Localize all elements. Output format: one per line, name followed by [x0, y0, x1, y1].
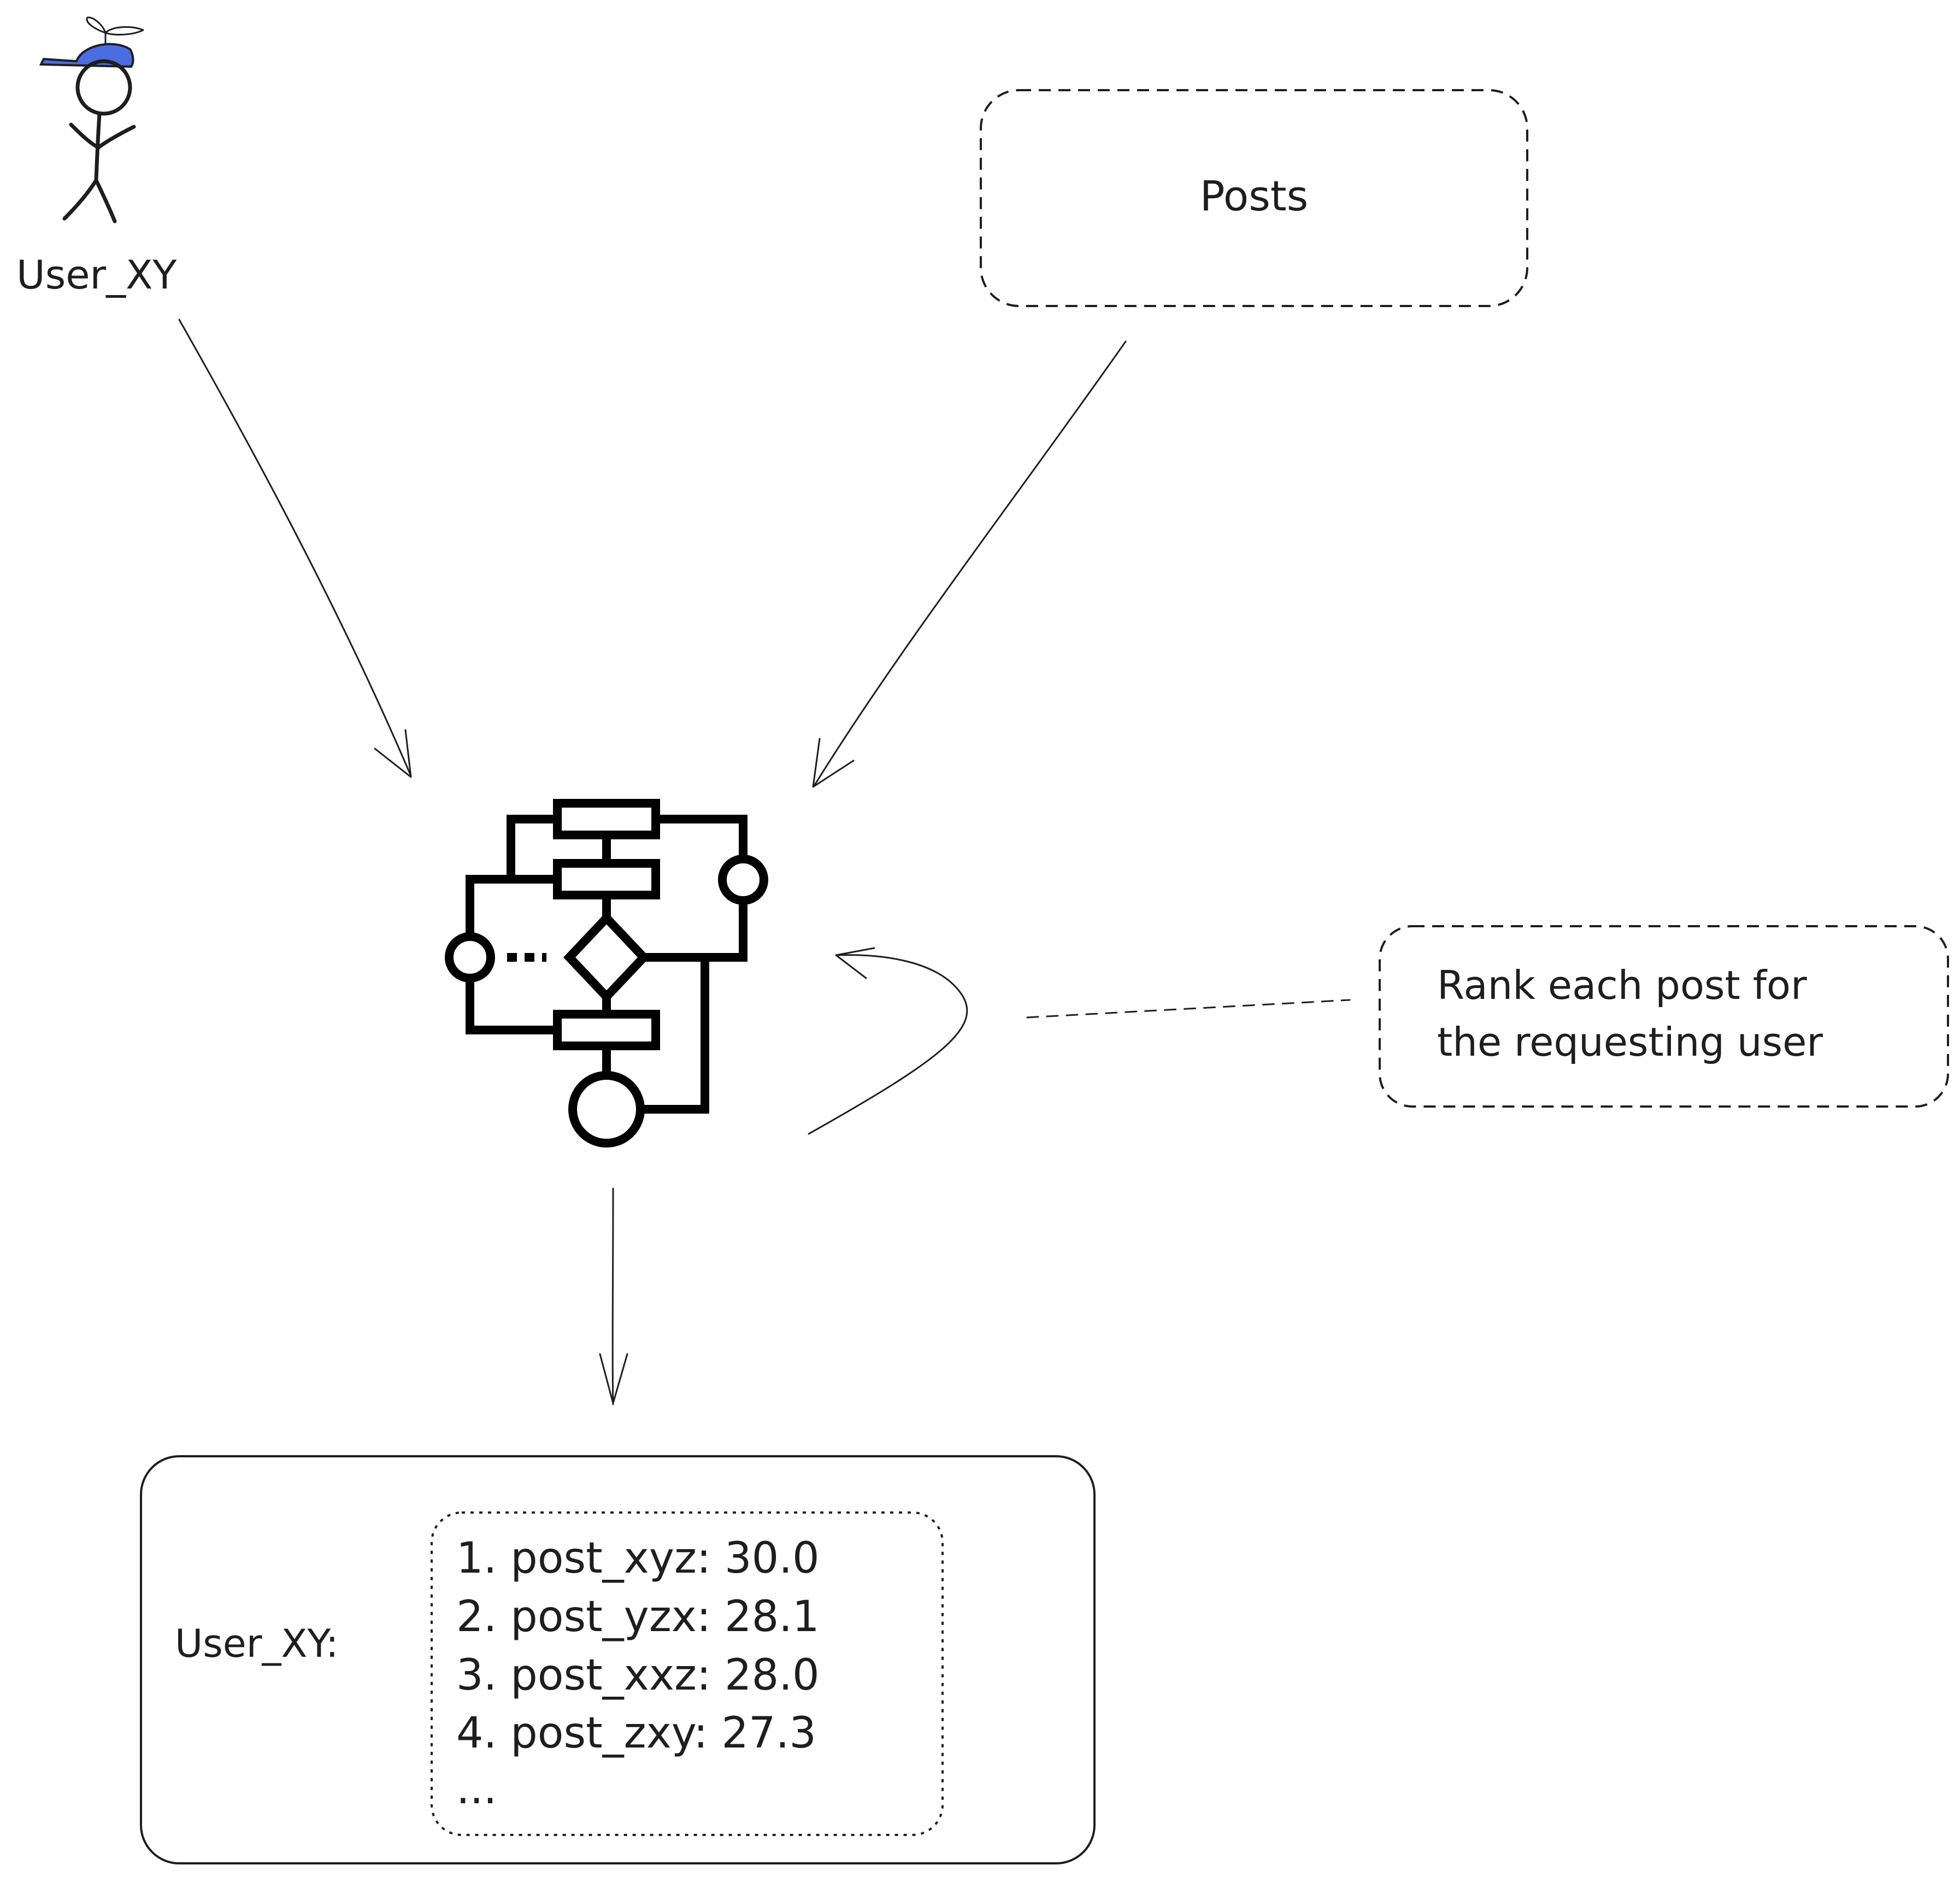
ranking-item: ...: [456, 1764, 497, 1814]
ranking-item: 2. post_yzx: 28.1: [456, 1592, 820, 1641]
arrow-posts-to-algorithm: [812, 340, 1127, 788]
arrow-algorithm-to-result: [599, 1187, 628, 1405]
result-container: [140, 1455, 1096, 1864]
flowchart-icon: [445, 799, 768, 1148]
ranking-item: 3. post_xxz: 28.0: [456, 1651, 820, 1700]
loop-arrow: [808, 947, 968, 1135]
actor-label: User_XY: [16, 252, 177, 298]
posts-label: Posts: [1200, 172, 1309, 220]
result-user-label: User_XY:: [175, 1621, 339, 1666]
ranking-list: 1. post_xyz: 30.0 2. post_yzx: 28.1 3. p…: [456, 1534, 820, 1814]
user-actor-icon: [39, 16, 144, 223]
note-connector: [1026, 999, 1351, 1019]
note-line-2: the requesting user: [1437, 1019, 1823, 1065]
ranking-list-box: [431, 1511, 944, 1836]
note-box: [1379, 925, 1949, 1108]
ranking-item: 1. post_xyz: 30.0: [456, 1534, 820, 1583]
arrow-user-to-algorithm: [178, 319, 412, 778]
posts-box: [980, 89, 1528, 307]
note-line-1: Rank each post for: [1437, 962, 1807, 1008]
ranking-item: 4. post_zxy: 27.3: [456, 1709, 816, 1758]
cap-shape: [39, 43, 134, 68]
